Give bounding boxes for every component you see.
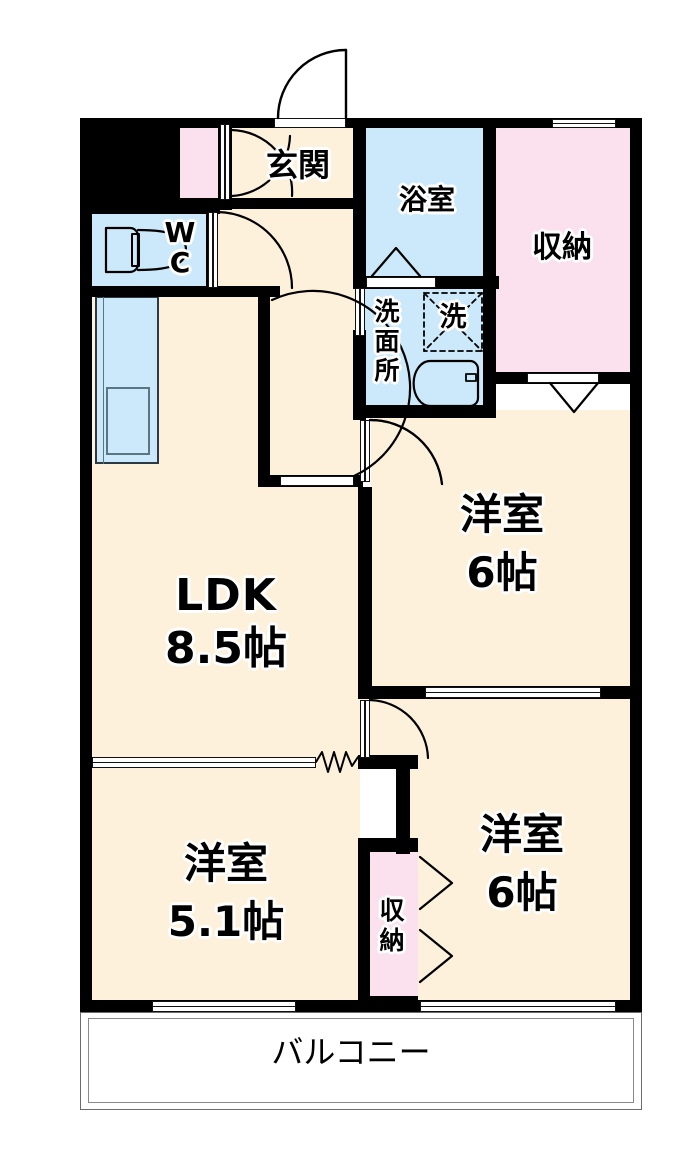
label-bedroom-ne-name: 洋室 xyxy=(459,490,544,539)
label-entrance: 玄関 xyxy=(265,146,330,184)
door-corridor-to-ldk[interactable] xyxy=(280,476,354,486)
sliding-door-ldk-bedroom-sw[interactable] xyxy=(92,757,316,768)
entrance-shoe-closet xyxy=(176,124,218,204)
wall-outer-right xyxy=(630,118,642,1012)
window-bedroom-ne[interactable] xyxy=(425,687,601,698)
label-washroom: 洗面所 xyxy=(374,297,400,385)
wall-closet-bottom-left xyxy=(358,838,370,1010)
door-wc[interactable] xyxy=(208,212,218,288)
label-bedroom-sw-size: 5.1帖 xyxy=(167,897,285,946)
window-balcony-se[interactable] xyxy=(420,1001,616,1012)
wall-outer-left xyxy=(80,118,92,1012)
door-bedroom-se[interactable] xyxy=(360,700,370,758)
label-balcony: バルコニー xyxy=(271,1033,431,1071)
label-ldk-size: 8.5帖 xyxy=(165,623,287,674)
kitchen-sink xyxy=(106,387,150,455)
label-bedroom-sw-name: 洋室 xyxy=(183,839,268,888)
entrance-door-threshold[interactable] xyxy=(274,118,346,128)
wall-closet-left xyxy=(483,118,496,418)
room-corridor xyxy=(218,207,360,292)
wall-bath-left xyxy=(353,118,366,288)
kitchen-counter-edge xyxy=(95,296,104,464)
label-ldk-name: LDK xyxy=(175,570,277,621)
label-wc-w: W xyxy=(164,216,196,249)
wall-structural-block-topleft xyxy=(80,118,180,214)
label-wc-c: C xyxy=(169,246,191,279)
sliding-door-washroom[interactable] xyxy=(355,288,365,336)
door-bedroom-ne[interactable] xyxy=(360,420,370,482)
bath-door[interactable] xyxy=(366,277,436,288)
door-entrance-inner[interactable] xyxy=(220,124,230,200)
label-bedroom-ne-size: 6帖 xyxy=(466,548,538,597)
room-bedroom-sw xyxy=(92,762,360,1006)
wall-corridor-left xyxy=(258,286,270,486)
label-washer: 洗 xyxy=(439,302,467,333)
wall-closet-bottom-right xyxy=(396,762,410,854)
label-bedroom-se-name: 洋室 xyxy=(479,810,564,859)
wall-ldk-bedroom-divider xyxy=(358,487,372,692)
room-closet-top xyxy=(494,124,630,377)
wall-entrance-bottom xyxy=(218,198,366,209)
label-bath: 浴室 xyxy=(398,183,455,216)
label-bedroom-se-size: 6帖 xyxy=(486,868,558,917)
wall-wc-bottom xyxy=(80,286,280,297)
label-closet-top: 収納 xyxy=(532,230,592,265)
wall-wc-top xyxy=(80,204,220,214)
balcony-inner xyxy=(88,1018,634,1103)
window-closet-top[interactable] xyxy=(552,119,616,128)
label-closet-bottom: 収納 xyxy=(379,896,405,955)
wall-closet-bottom-bottom xyxy=(358,996,418,1012)
wall-closet-bottom-top xyxy=(358,838,418,852)
wall-washroom-bottom xyxy=(353,405,496,418)
window-balcony-sw[interactable] xyxy=(152,1001,296,1012)
room-closet-bottom xyxy=(366,851,418,1006)
closet-top-door[interactable] xyxy=(527,373,599,383)
